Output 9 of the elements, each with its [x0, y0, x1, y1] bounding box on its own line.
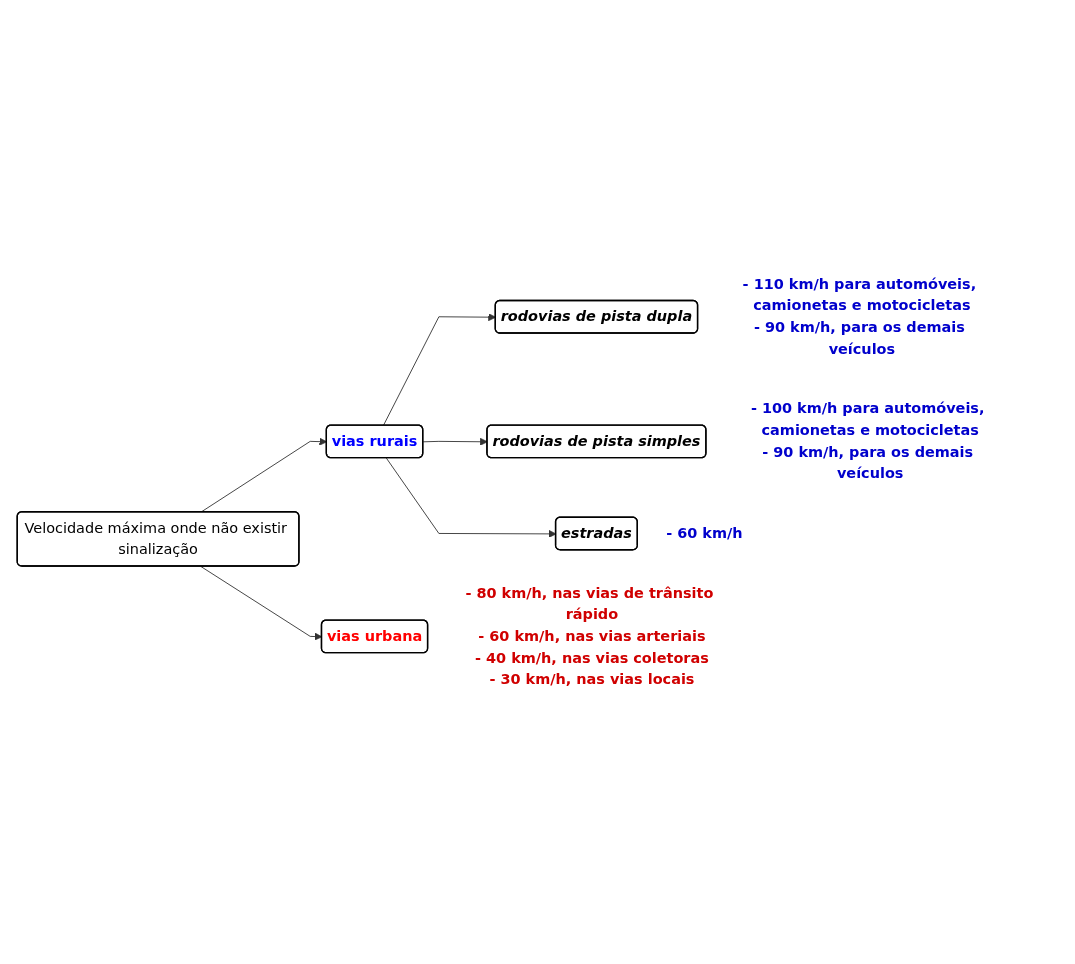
node-label: - 30 km/h, nas vias locais — [489, 670, 695, 688]
node-label: - 60 km/h — [666, 524, 743, 542]
node-label: - 60 km/h, nas vias arteriais — [478, 627, 706, 645]
node-label: - 80 km/h, nas vias de trânsito rápido — [465, 584, 714, 623]
node-label: - 40 km/h, nas vias coletoras — [474, 649, 709, 667]
node-label: - 90 km/h, para os demais veículos — [762, 443, 974, 482]
node-label: - 100 km/h para automóveis, camionetas e motocicletas — [750, 399, 985, 439]
node-label: - 90 km/h, para os demais veículos — [753, 318, 965, 358]
node-label: - 110 km/h para automóveis, camionetas e motocicletas — [742, 275, 977, 315]
